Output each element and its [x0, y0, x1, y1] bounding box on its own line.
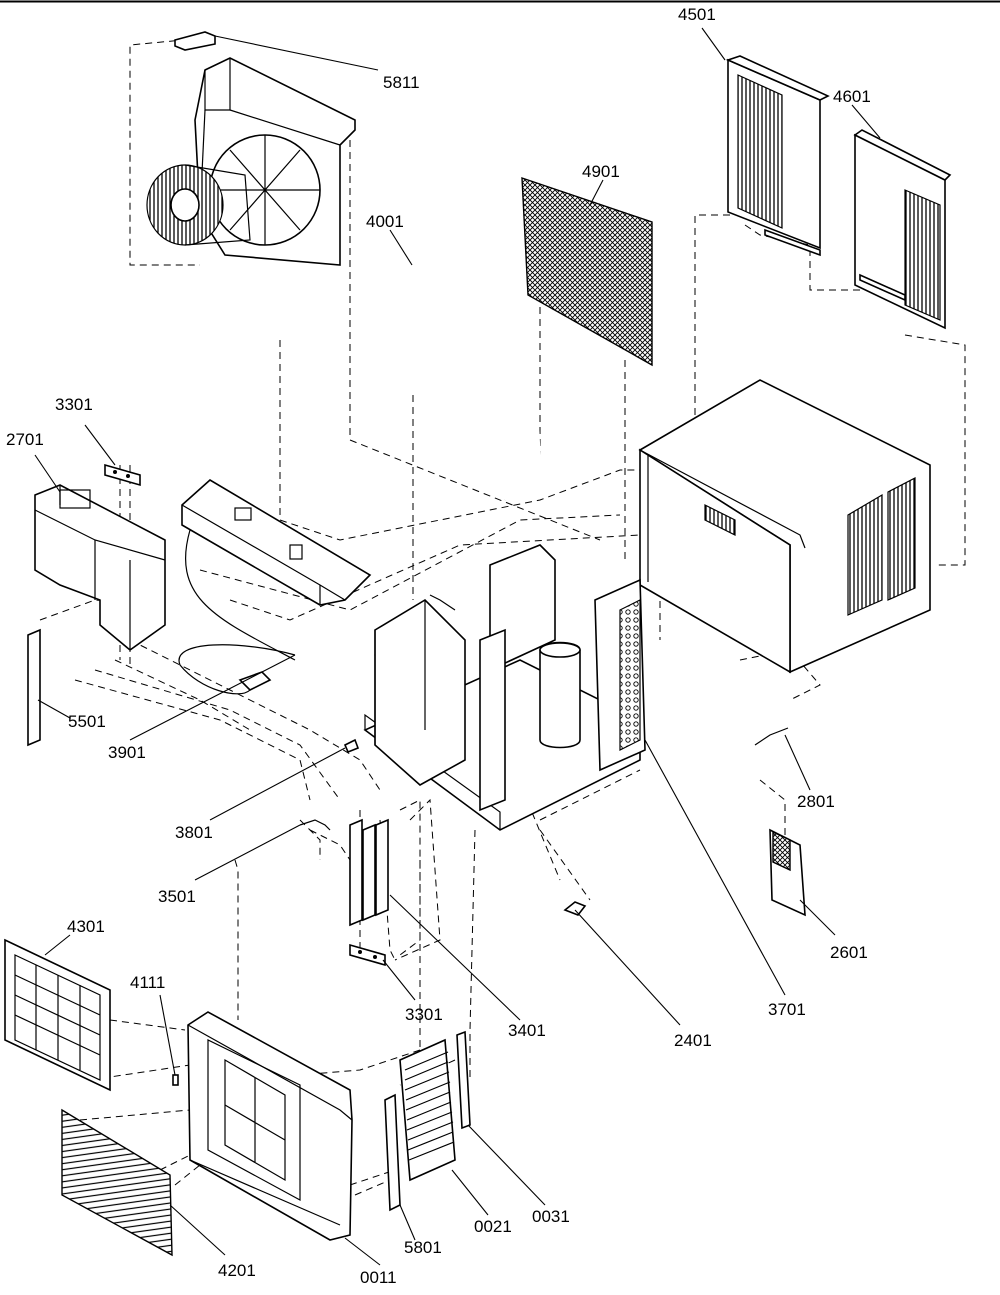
part-4301-filter: [4, 938, 111, 1092]
part-2701-housing: [34, 484, 166, 652]
callout-3701: 3701: [768, 1000, 806, 1019]
part-0011-front-panel: [187, 1011, 353, 1241]
callout-3901: 3901: [108, 743, 146, 762]
callout-4501: 4501: [678, 5, 716, 24]
callout-4201: 4201: [218, 1261, 256, 1280]
callout-2601: 2601: [830, 943, 868, 962]
callout-3301-top: 3301: [55, 395, 93, 414]
part-2801-wire: [754, 727, 789, 746]
part-0031-strip: [456, 1030, 471, 1130]
control-box-assembly: [178, 479, 372, 695]
callout-3401: 3401: [508, 1021, 546, 1040]
callout-4001: 4001: [366, 212, 404, 231]
callout-3501: 3501: [158, 887, 196, 906]
part-4601-curtain: [853, 129, 952, 330]
leader-lines: [34, 27, 881, 1266]
callout-0011: 0011: [360, 1268, 397, 1287]
callout-3801: 3801: [175, 823, 213, 842]
part-5501-strip: [27, 628, 41, 747]
callout-4601: 4601: [833, 87, 871, 106]
callout-5811: 5811: [383, 73, 420, 92]
part-5811-clip: [174, 31, 216, 51]
callout-5501: 5501: [68, 712, 106, 731]
part-3301-bracket-bottom: [349, 943, 386, 967]
callout-2701: 2701: [6, 430, 44, 449]
callout-2801: 2801: [797, 792, 835, 811]
part-3301-bracket-top: [104, 463, 141, 487]
part-3501-tube: [299, 819, 331, 831]
callout-labels: 5811 4501 4601 4901 4001 3301 2701 5501 …: [6, 5, 871, 1287]
callout-4301: 4301: [67, 917, 105, 936]
part-0021-louver: [399, 1038, 456, 1182]
chassis-base-assembly: [363, 544, 646, 831]
part-2601-grille: [769, 828, 806, 917]
part-5801-strip: [384, 1093, 401, 1212]
callout-2401: 2401: [674, 1031, 712, 1050]
callout-5801: 5801: [404, 1238, 442, 1257]
blower-housing-assembly: [146, 57, 356, 266]
part-3401-heater: [349, 818, 389, 927]
part-4201-grille: [61, 1108, 173, 1257]
part-3801-clip: [343, 738, 360, 754]
callout-3301-bottom: 3301: [405, 1005, 443, 1024]
part-4001-gasket: [411, 256, 542, 501]
callout-4111: 4111: [130, 973, 165, 992]
part-4111-screw: [172, 1074, 179, 1086]
part-2401-clip: [563, 901, 587, 916]
part-4901-mesh: [521, 177, 653, 367]
outer-cabinet: [638, 379, 931, 674]
callout-0031: 0031: [532, 1207, 570, 1226]
part-4501-curtain: [725, 55, 830, 257]
callout-0021: 0021: [474, 1217, 512, 1236]
callout-4901: 4901: [582, 162, 620, 181]
